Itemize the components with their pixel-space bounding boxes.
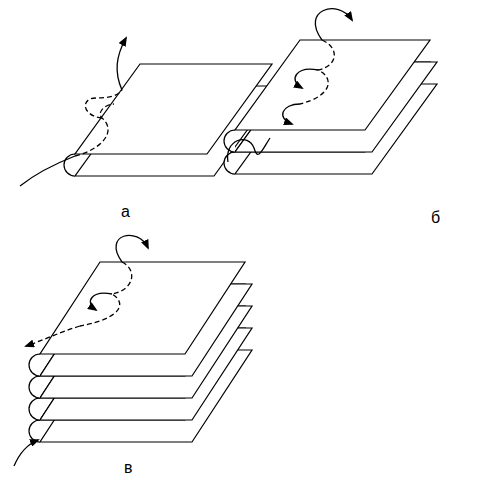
thread: [228, 138, 270, 162]
sewing-thread: [14, 9, 352, 466]
thread-inside: [75, 104, 114, 156]
upper-leaf: [40, 262, 245, 354]
thread-inside: [300, 40, 334, 104]
spine-fold: [29, 398, 40, 420]
thread-inside: [80, 262, 132, 326]
thread-arrow: [117, 38, 126, 90]
thread-loop: [283, 104, 300, 124]
spine-fold: [29, 420, 40, 442]
thread-inside: [85, 90, 122, 118]
thread: [20, 156, 75, 186]
upper-leaf: [75, 64, 272, 154]
spine-fold: [29, 354, 40, 376]
upper-leaf: [235, 40, 430, 130]
thread-loop: [90, 293, 112, 310]
panel-letter: а: [121, 204, 130, 220]
spine-fold: [224, 152, 235, 174]
thread-arrow: [315, 9, 352, 40]
thread-entry: [14, 440, 38, 466]
signature-stacks: [29, 40, 437, 442]
thread-arrow: [116, 235, 148, 262]
spine-fold: [29, 376, 40, 398]
panel-letter: б: [431, 210, 440, 226]
thread-exit: [26, 326, 80, 346]
thread-loop: [295, 69, 318, 88]
panel-letter: в: [124, 460, 133, 476]
